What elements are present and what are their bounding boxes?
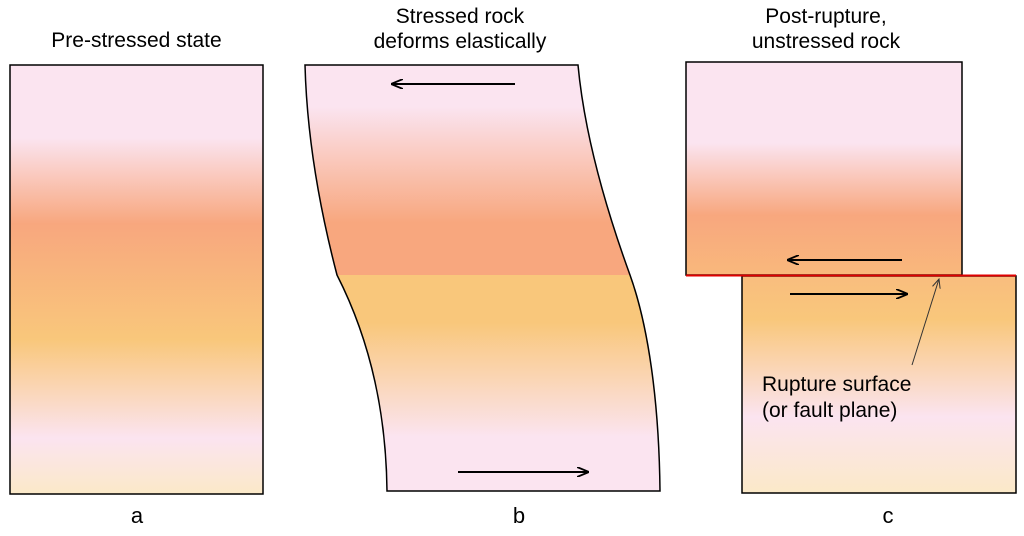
panel-a-rock-block (9, 64, 264, 495)
rupture-surface-label: Rupture surface (or fault plane) (762, 372, 911, 424)
panel-b-upper-layer (305, 65, 630, 275)
panel-b-title-line1: Stressed rock (395, 5, 525, 28)
panel-b-letter: b (512, 503, 526, 528)
panel-a-title: Pre-stressed state (51, 29, 222, 52)
panel-c-title: Post-rupture, unstressed rock (716, 4, 936, 54)
panel-b-title: Stressed rock deforms elastically (340, 4, 580, 54)
panel-a-letter: a (130, 503, 144, 528)
panel-c-title-line2: unstressed rock (751, 30, 901, 53)
rupture-label-line1: Rupture surface (762, 373, 912, 396)
panel-b-lower-layer (337, 275, 660, 491)
rupture-pointer-arrow (911, 279, 939, 366)
panel-c-title-line1: Post-rupture, (765, 5, 887, 28)
panel-b-outline (304, 64, 661, 492)
panel-c-letter: c (882, 503, 894, 528)
rupture-label-line2: (or fault plane) (762, 399, 898, 422)
panel-c-upper-block (685, 61, 963, 276)
panel-b-title-line2: deforms elastically (373, 30, 547, 53)
